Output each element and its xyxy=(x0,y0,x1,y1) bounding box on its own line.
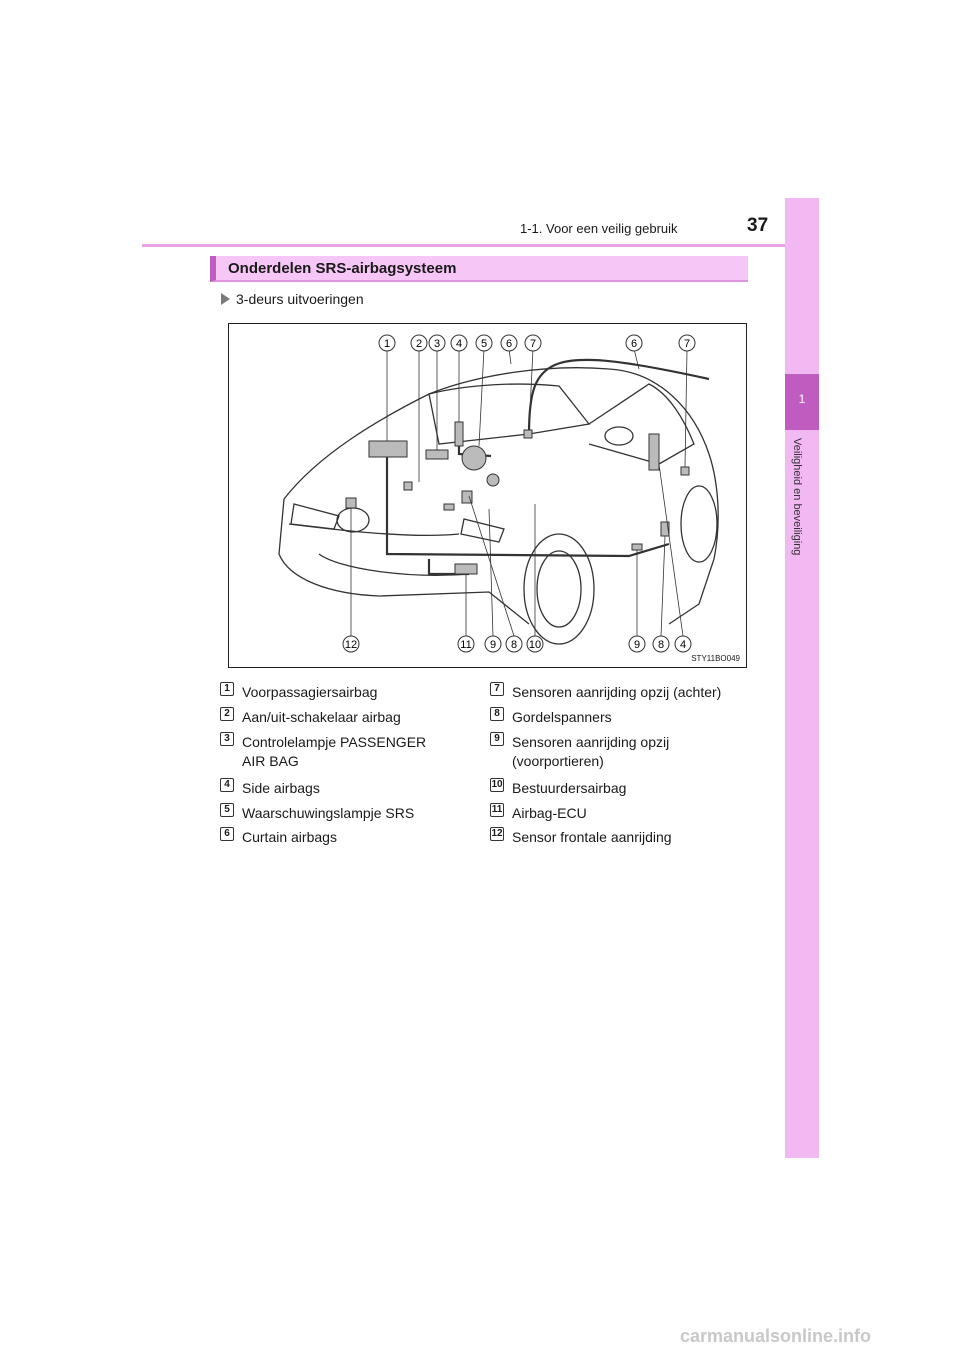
callout-top-8-text: 6 xyxy=(631,338,637,350)
legend-text: Airbag-ECU xyxy=(512,805,587,821)
callout-top-5-text: 5 xyxy=(481,338,487,350)
footer-watermark[interactable]: carmanualsonline.info xyxy=(680,1326,872,1346)
callout-top-1-text: 1 xyxy=(384,338,390,350)
legend-num: 5 xyxy=(220,803,234,817)
bottom-callouts: 12 11 9 8 10 9 8 4 xyxy=(342,635,692,653)
callout-bottom-2-text: 11 xyxy=(460,639,471,651)
callout-top-6: 6 xyxy=(500,334,518,352)
callout-bottom-4-text: 8 xyxy=(511,639,517,651)
callout-top-2: 2 xyxy=(410,334,428,352)
header-rule xyxy=(142,244,818,247)
legend-num: 11 xyxy=(490,803,504,817)
callout-top-3: 3 xyxy=(428,334,446,352)
callout-bottom-1: 12 xyxy=(342,635,360,653)
callout-bottom-6: 9 xyxy=(628,635,646,653)
legend-num: 10 xyxy=(490,778,504,792)
running-header: 1-1. Voor een veilig gebruik xyxy=(520,221,678,236)
legend-text: Gordelspanners xyxy=(512,709,612,725)
legend-num: 9 xyxy=(490,732,504,746)
legend-text: Sensor frontale aanrijding xyxy=(512,829,672,845)
legend-num: 12 xyxy=(490,827,504,841)
callout-top-9-text: 7 xyxy=(684,338,690,350)
chapter-tab-active[interactable] xyxy=(785,374,819,430)
callout-bottom-5-text: 10 xyxy=(529,639,541,651)
callout-bottom-7: 8 xyxy=(652,635,670,653)
section-title-bar: Onderdelen SRS-airbagsysteem xyxy=(210,256,748,282)
callout-top-4-text: 4 xyxy=(456,338,462,350)
chapter-tab xyxy=(785,198,819,1158)
callout-bottom-2: 11 xyxy=(457,635,475,653)
callout-top-9: 7 xyxy=(678,334,696,352)
car-illustration: 1 2 3 4 5 6 7 6 7 12 11 9 8 10 9 8 4 xyxy=(278,334,719,653)
callout-top-5: 5 xyxy=(475,334,493,352)
legend-num: 1 xyxy=(220,682,234,696)
callout-bottom-8-text: 4 xyxy=(680,639,686,651)
legend-num: 6 xyxy=(220,827,234,841)
page-number: 37 xyxy=(747,215,769,236)
callout-bottom-6-text: 9 xyxy=(634,639,640,651)
legend-num: 7 xyxy=(490,682,504,696)
legend-text: Sensoren aanrijding opzij (voorportieren… xyxy=(512,734,670,769)
callout-bottom-1-text: 12 xyxy=(345,639,357,651)
legend-num: 8 xyxy=(490,707,504,721)
legend-text: Voorpassagiersairbag xyxy=(242,684,378,700)
legend-num: 2 xyxy=(220,707,234,721)
legend-num: 3 xyxy=(220,732,234,746)
callout-bottom-5: 10 xyxy=(526,635,544,653)
callout-top-4: 4 xyxy=(450,334,468,352)
callout-top-7: 7 xyxy=(524,334,542,352)
airbag-diagram: 1 2 3 4 5 6 7 6 7 12 11 9 8 10 9 8 4 STY… xyxy=(228,323,747,668)
callout-top-3-text: 3 xyxy=(434,338,440,350)
subsection-label: 3-deurs uitvoeringen xyxy=(236,291,364,307)
figure-code: STY11BO049 xyxy=(691,654,740,663)
triangle-bullet-icon xyxy=(221,293,230,305)
top-callouts: 1 2 3 4 5 6 7 6 7 xyxy=(378,334,696,352)
chapter-label: Veiligheid en beveiliging xyxy=(791,438,803,556)
legend-text: Bestuurdersairbag xyxy=(512,780,627,796)
chapter-number: 1 xyxy=(798,392,806,406)
callout-top-2-text: 2 xyxy=(416,338,422,350)
subsection-bullet: 3-deurs uitvoeringen xyxy=(221,291,364,307)
callout-bottom-7-text: 8 xyxy=(658,639,664,651)
legend-text: Sensoren aanrijding opzij (achter) xyxy=(512,684,722,700)
callout-top-1: 1 xyxy=(378,334,396,352)
callout-bottom-3: 9 xyxy=(484,635,502,653)
callout-bottom-4: 8 xyxy=(505,635,523,653)
callout-top-7-text: 7 xyxy=(530,338,536,350)
section-title: Onderdelen SRS-airbagsysteem xyxy=(228,260,457,277)
callout-bottom-3-text: 9 xyxy=(490,639,496,651)
legend-text: Controlelampje PASSENGER AIR BAG xyxy=(242,734,427,769)
legend-text: Curtain airbags xyxy=(242,829,337,845)
callout-top-8: 6 xyxy=(625,334,643,352)
legend-text: Aan/uit-schakelaar airbag xyxy=(242,709,401,725)
legend-num: 4 xyxy=(220,778,234,792)
callout-top-6-text: 6 xyxy=(506,338,512,350)
legend-text: Waarschuwingslampje SRS xyxy=(242,805,415,821)
legend-text: Side airbags xyxy=(242,780,320,796)
callout-bottom-8: 4 xyxy=(674,635,692,653)
